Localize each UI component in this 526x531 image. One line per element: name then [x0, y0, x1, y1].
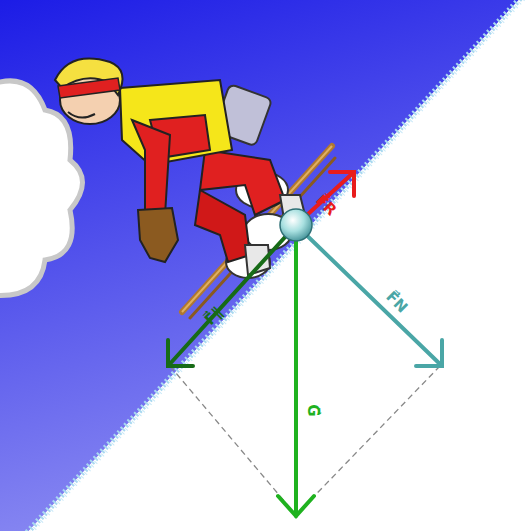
gravity-vector: [278, 225, 314, 516]
skier: [55, 59, 335, 318]
snow-edge: [4, 0, 526, 531]
component-construction-line: [170, 366, 296, 515]
component-construction-line: [296, 366, 440, 515]
force-label: G⃗: [305, 404, 320, 416]
contact-point: [280, 209, 312, 241]
normal-force-vector: [296, 225, 442, 366]
parallel-force-vector: [168, 225, 296, 366]
